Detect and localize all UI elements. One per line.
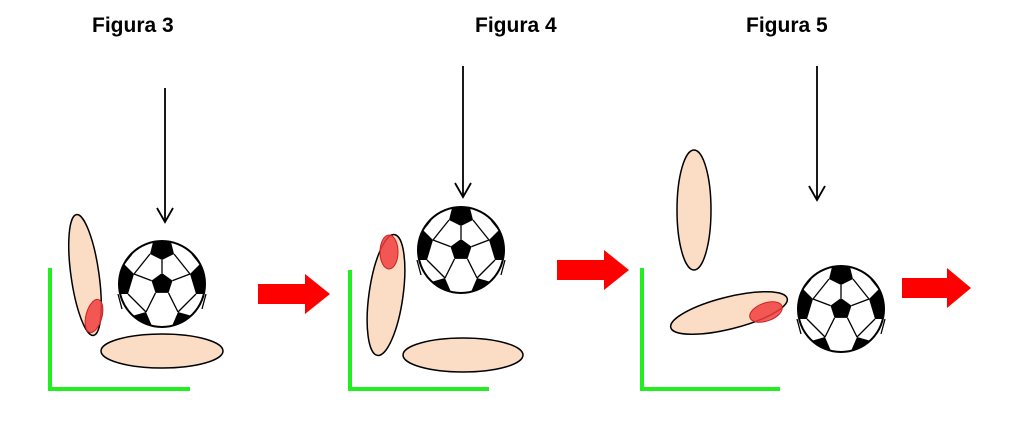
down-arrow-icon (454, 66, 472, 199)
figure-4-panel (348, 66, 524, 391)
figure-3-panel (48, 88, 224, 391)
right-arrow-icon (557, 250, 629, 290)
soccer-ball-icon (414, 207, 508, 300)
limb-lower (402, 337, 524, 373)
limb-lower (100, 333, 224, 369)
contact-patch (84, 298, 104, 334)
floor-wall-line (640, 268, 780, 391)
figure-3-title: Figura 3 (92, 14, 174, 37)
floor-wall-line (48, 268, 190, 391)
down-arrow-icon (808, 66, 826, 202)
right-arrow-icon (902, 268, 971, 308)
floor-wall-line (348, 270, 489, 391)
contact-patch (749, 301, 783, 323)
limb-lower (669, 290, 789, 336)
limb-upper (67, 213, 104, 337)
contact-patch (379, 234, 399, 270)
figure-4-title: Figura 4 (475, 14, 557, 37)
figure-5-title: Figura 5 (746, 14, 828, 37)
limb-upper (676, 149, 712, 271)
figure-5-panel (640, 66, 888, 391)
down-arrow-icon (156, 88, 174, 224)
soccer-ball-icon (794, 266, 888, 359)
limb-upper (366, 233, 406, 357)
right-arrow-icon (258, 274, 330, 314)
soccer-ball-icon (115, 241, 209, 334)
